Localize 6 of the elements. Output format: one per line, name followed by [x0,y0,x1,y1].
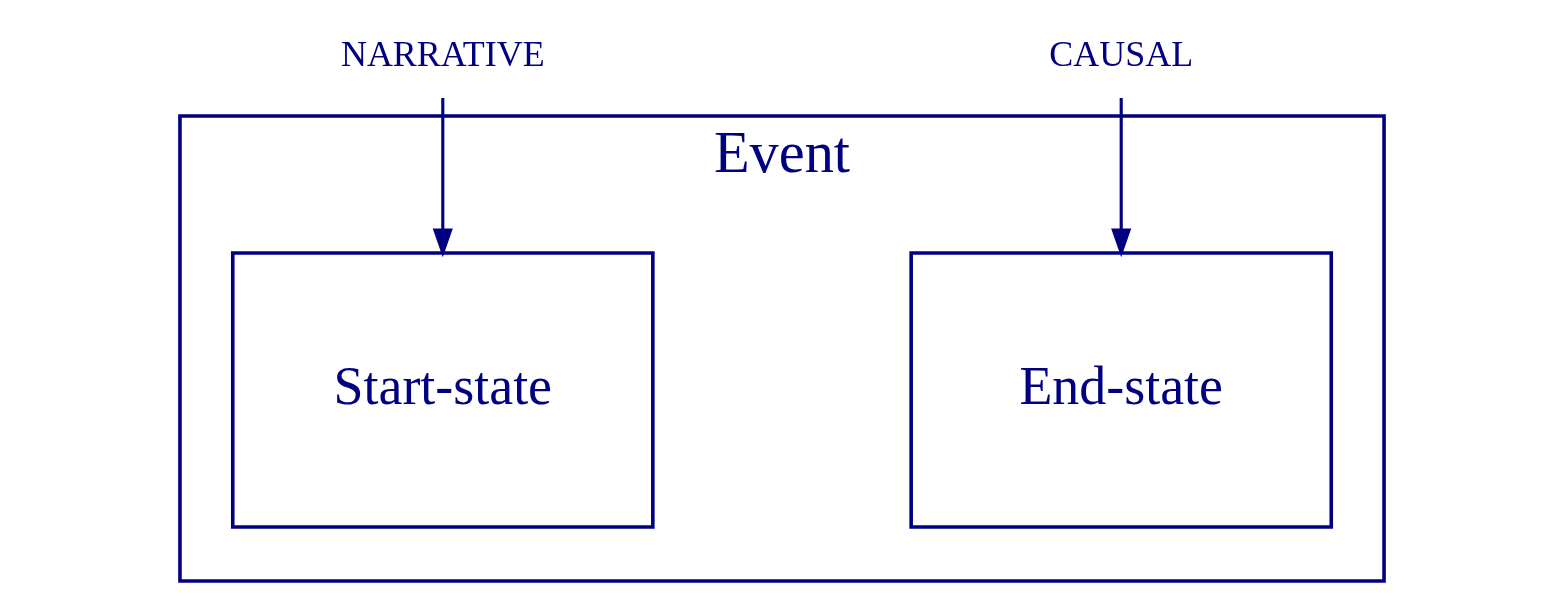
arrow [432,98,453,258]
node-box: End-state [909,251,1334,529]
node-box: Start-state [230,251,655,529]
node-text: NARRATIVE [340,34,545,75]
node-text: CAUSAL [1049,34,1194,75]
arrow [1111,98,1132,258]
